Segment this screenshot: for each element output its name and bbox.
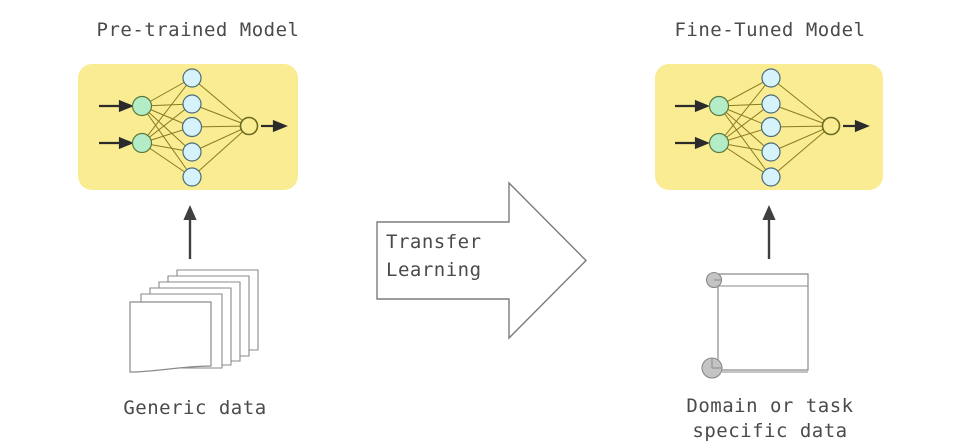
arrow-shape bbox=[376, 181, 587, 340]
hidden-node bbox=[182, 68, 202, 88]
finetuned-model-panel bbox=[655, 64, 883, 190]
output-node bbox=[239, 116, 259, 136]
input-node bbox=[131, 95, 153, 117]
pretrained-network-svg bbox=[78, 64, 298, 190]
specific-data-up-arrow bbox=[759, 203, 779, 259]
network-output-arrow bbox=[261, 119, 288, 133]
network-hidden-nodes bbox=[760, 68, 782, 187]
hidden-node bbox=[761, 167, 781, 187]
hidden-node bbox=[760, 116, 782, 138]
hidden-node bbox=[182, 142, 202, 162]
input-node bbox=[708, 95, 730, 117]
finetuned-model-title: Fine-Tuned Model bbox=[674, 19, 866, 41]
specific-data-label-line2: specific data bbox=[692, 420, 848, 442]
generic-data-document-stack bbox=[120, 262, 270, 374]
transfer-learning-label-line1: Transfer bbox=[386, 231, 482, 253]
output-node bbox=[821, 116, 841, 136]
hidden-node bbox=[761, 94, 781, 114]
generic-data-up-arrow bbox=[180, 203, 200, 259]
hidden-node bbox=[182, 167, 202, 187]
input-node bbox=[708, 132, 730, 154]
hidden-node bbox=[182, 94, 202, 114]
specific-data-scroll bbox=[700, 262, 822, 384]
network-hidden-nodes bbox=[181, 68, 203, 187]
generic-data-label: Generic data bbox=[123, 397, 267, 419]
stack-front-page bbox=[129, 301, 212, 373]
hidden-node bbox=[181, 116, 203, 138]
pretrained-model-title: Pre-trained Model bbox=[96, 19, 300, 41]
input-node bbox=[131, 132, 153, 154]
network-edges-hidden-output bbox=[191, 77, 250, 178]
pretrained-model-panel bbox=[78, 64, 298, 190]
specific-data-label-line1: Domain or task bbox=[686, 395, 854, 417]
network-input-nodes bbox=[708, 95, 730, 154]
transfer-learning-arrow bbox=[375, 180, 590, 342]
network-input-arrows bbox=[99, 99, 134, 150]
finetuned-network-svg bbox=[655, 64, 883, 190]
network-input-nodes bbox=[131, 95, 153, 154]
hidden-node bbox=[761, 142, 781, 162]
network-output-arrow bbox=[843, 119, 870, 133]
network-input-arrows bbox=[675, 99, 710, 150]
scroll-sheet bbox=[712, 273, 809, 371]
hidden-node bbox=[761, 68, 781, 88]
transfer-learning-label-line2: Learning bbox=[386, 259, 482, 281]
